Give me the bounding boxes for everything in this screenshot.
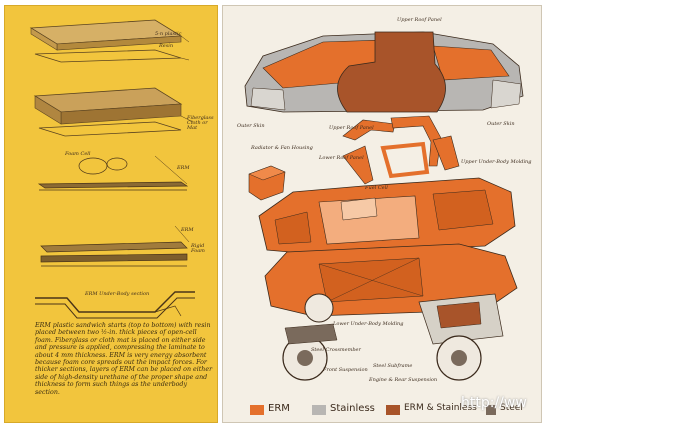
label-foam-cell: Foam Cell [65, 151, 91, 157]
label-front-suspension: Front Suspension [323, 367, 368, 373]
label-underbody-section: ERM Under-Body section [85, 291, 150, 297]
layer-stack-3 [37, 155, 189, 191]
label-fiberglass: Fiberglass Cloth or Mat [187, 115, 214, 131]
erm-layers-illustration [29, 19, 195, 319]
label-outer-skin-right: Outer Skin [487, 121, 515, 127]
layer-stack-4 [40, 225, 190, 267]
lower-roof-panel [342, 115, 460, 185]
layer-stack-2 [33, 87, 194, 137]
label-erm-1: ERM [177, 165, 190, 171]
label-erm-2: ERM [181, 227, 194, 233]
car-exploded-illustration [244, 31, 524, 381]
label-upper-roof-panel-top: Upper Roof Panel [397, 17, 442, 23]
label-fuel-cell: Fuel Cell [365, 185, 388, 191]
label-steel-subframe: Steel Subframe [373, 363, 413, 369]
erm-caption: ERM plastic sandwich starts (top to bott… [35, 322, 213, 396]
car-exploded-panel: Upper Roof Panel Outer Skin Upper Roof P… [222, 5, 542, 423]
label-lower-roof-panel: Lower Roof Panel [319, 155, 364, 161]
legend-swatch-erm-stainless [386, 405, 400, 415]
label-plastic: 5-n plastic [155, 31, 182, 37]
label-resin: Resin [159, 43, 174, 49]
label-radiator: Radiator & Fan Housing [251, 145, 313, 151]
label-steel-crossmember: Steel Crossmember [311, 347, 361, 353]
legend-swatch-steel [486, 405, 496, 415]
layer-stack-1 [29, 19, 190, 63]
front-suspension [282, 293, 338, 381]
label-lower-under-body: Lower Under-Body Molding [333, 321, 404, 327]
radiator-fan-housing [248, 165, 286, 201]
legend-swatch-erm [250, 405, 264, 415]
label-upper-under-body: Upper Under-Body Molding [461, 159, 532, 165]
label-outer-skin-left: Outer Skin [237, 123, 265, 129]
legend-label-steel: Steel [500, 403, 523, 413]
upper-under-body-molding [258, 177, 516, 255]
watermark-text: http://ww [461, 395, 527, 411]
label-upper-roof-panel: Upper Roof Panel [329, 125, 374, 131]
legend-label-erm: ERM [268, 403, 290, 414]
legend-swatch-stainless [312, 405, 326, 415]
underbody-section-drawing [35, 291, 195, 319]
upper-roof-panel [337, 31, 446, 113]
legend-label-stainless: Stainless [330, 403, 375, 414]
erm-material-panel: 5-n plastic Resin Fiberglass Cloth or Ma… [4, 5, 218, 423]
label-rigid-foam: Rigid Foam [191, 243, 205, 254]
engine-rear-suspension [418, 293, 504, 381]
legend-label-erm-stainless: ERM & Stainless [404, 403, 477, 413]
label-engine-rear: Engine & Rear Suspension [369, 377, 438, 383]
fuel-cell [340, 197, 378, 221]
